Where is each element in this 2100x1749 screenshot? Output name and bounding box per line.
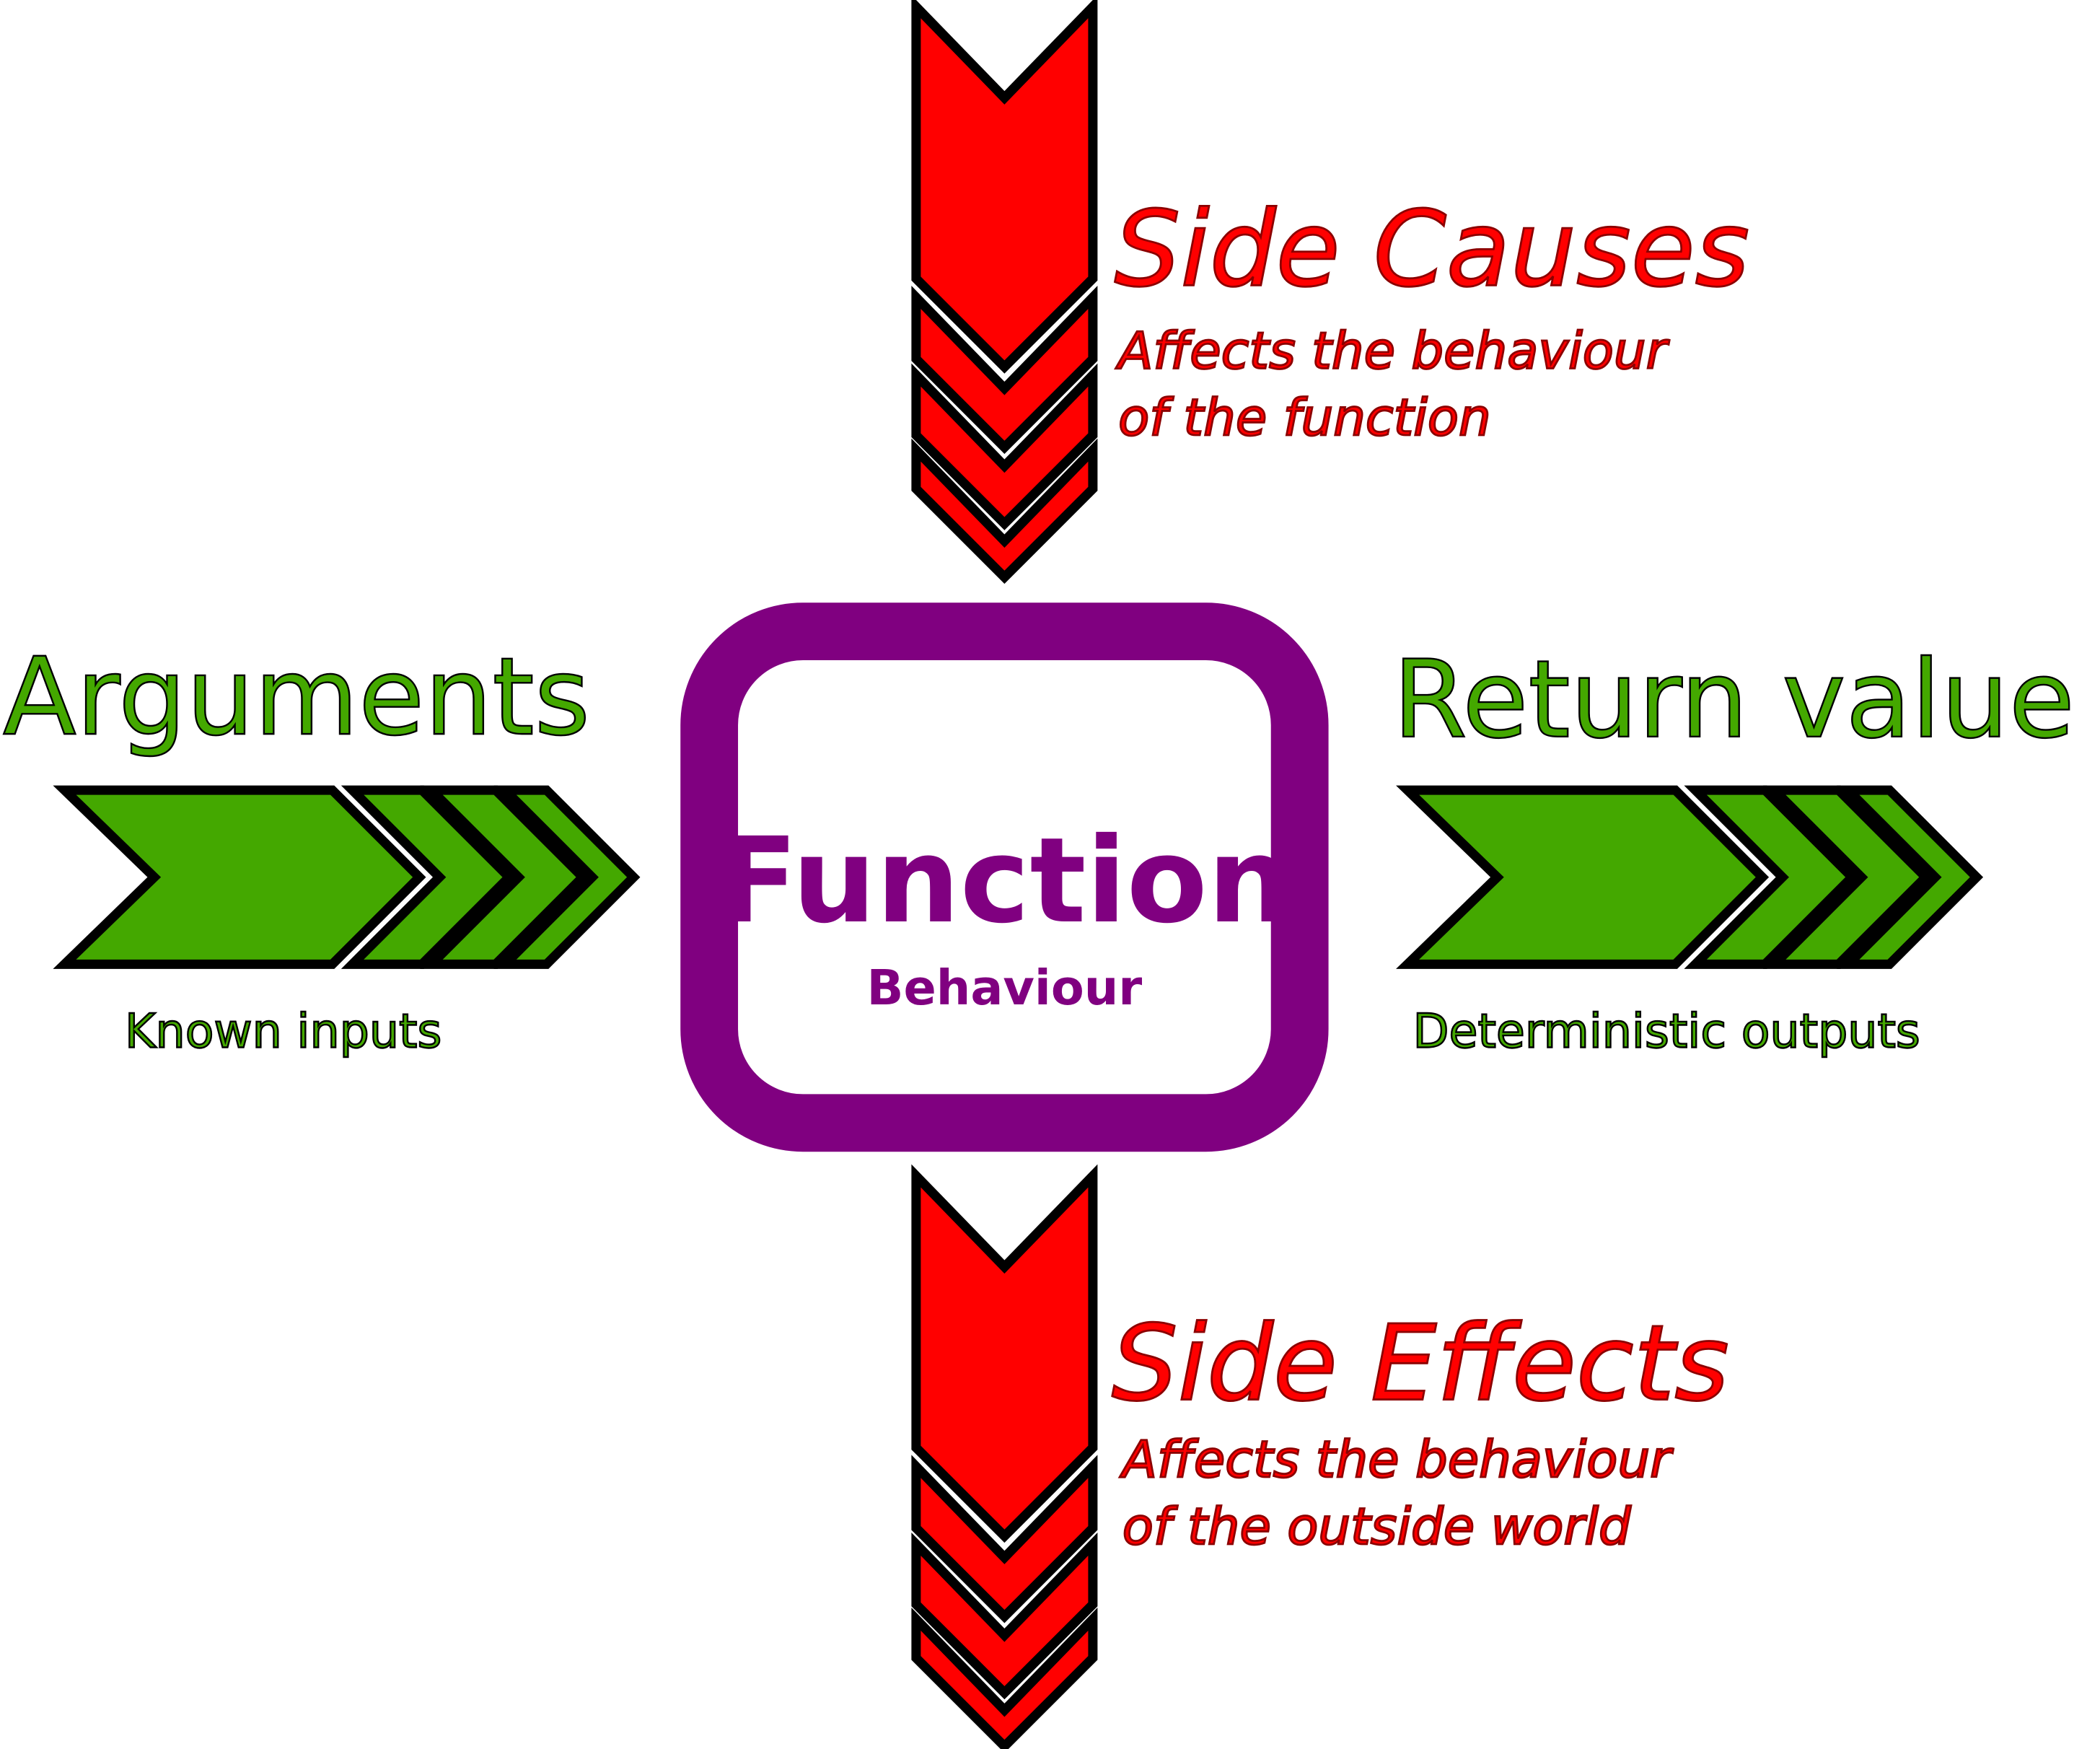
arguments-arrow-chevron-2	[341, 785, 516, 969]
return-value-arrow-chevron-1	[1396, 785, 1770, 969]
side-effects-arrow-chevron-3	[911, 1533, 1098, 1700]
side-effects-arrow-chevron-2	[911, 1455, 1098, 1623]
side-causes-arrow-chevron-1	[911, 0, 1098, 374]
function-title: Function	[718, 812, 1291, 950]
return-value-arrow-chevron-3	[1762, 785, 1933, 969]
side-causes-line1: Affects the behaviour	[1115, 321, 1669, 380]
side-causes-arrow-chevron-3	[911, 363, 1098, 530]
side-causes-title: Side Causes	[1115, 189, 1750, 310]
known-inputs-caption: Known inputs	[125, 1004, 441, 1058]
side-effects-arrow-chevron-1	[911, 1164, 1098, 1543]
deterministic-outputs-caption: Deterministic outputs	[1413, 1004, 1920, 1058]
return-value-arrow-chevron-4	[1837, 785, 1984, 969]
side-causes-line2: of the function	[1118, 388, 1491, 447]
arguments-arrow-chevron-3	[420, 785, 589, 969]
arguments-arrow-chevron-4	[493, 785, 641, 969]
side-effects-arrow-chevron-4	[911, 1607, 1098, 1749]
side-effects-title: Side Effects	[1112, 1304, 1729, 1425]
arguments-title: Arguments	[3, 635, 590, 760]
function-subtitle: Behaviour	[867, 960, 1143, 1016]
return-value-title: Return value	[1393, 638, 2075, 763]
side-effects-line2: of the outside world	[1123, 1497, 1632, 1556]
arguments-arrow-chevron-1	[53, 785, 426, 969]
function-box	[680, 602, 1329, 1152]
side-causes-arrow-chevron-2	[911, 286, 1098, 455]
return-value-arrow-chevron-2	[1684, 785, 1859, 969]
side-effects-line1: Affects the behaviour	[1120, 1430, 1674, 1489]
side-causes-arrow-chevron-4	[911, 438, 1098, 584]
